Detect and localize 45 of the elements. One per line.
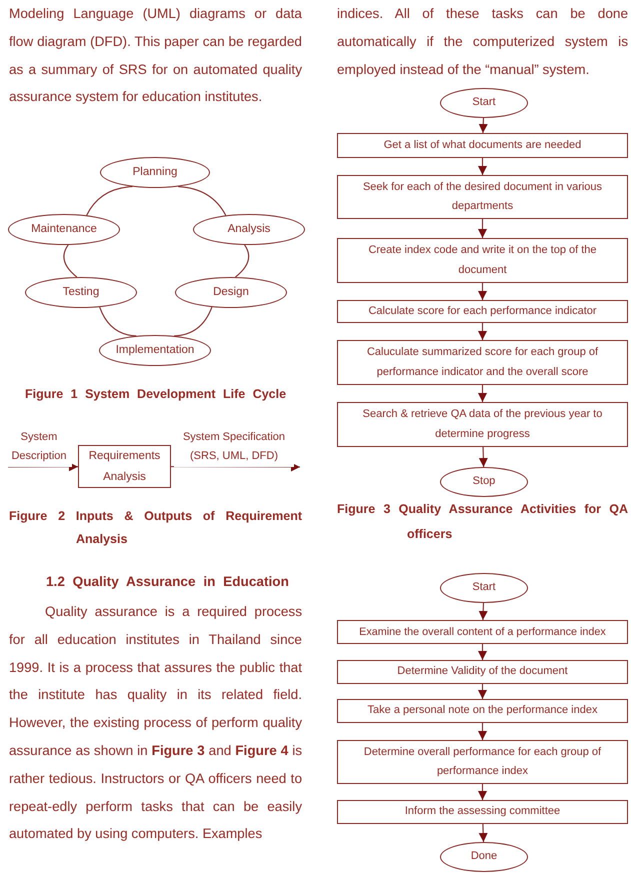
arrow <box>478 323 487 340</box>
phase-ellipse: Analysis <box>193 214 305 245</box>
connector-line <box>63 244 78 278</box>
terminal-ellipse: Start <box>440 573 528 603</box>
process-box: Determine Validity of the document <box>337 660 628 684</box>
arrow <box>478 385 487 402</box>
phase-ellipse: Testing <box>25 277 137 308</box>
arrow <box>478 784 487 800</box>
figure-caption: Figure 1 System Development Life Cycle <box>25 386 288 403</box>
process-box: Seek for each of the desired document in various departments <box>337 175 628 219</box>
process-box: Take a personal note on the performance index <box>337 699 628 723</box>
process-box: Requirements Analysis <box>78 445 171 488</box>
process-box: Inform the assessing committee <box>337 800 628 824</box>
terminal-ellipse: Done <box>440 842 528 872</box>
phase-ellipse: Maintenance <box>8 214 120 245</box>
process-box: Examine the overall content of a performance index <box>337 620 628 644</box>
body-paragraph: indices. All of these tasks can be done automatically if the computerized system is employed instead of the “manual” system. <box>337 5 628 79</box>
process-box: Get a list of what documents are needed <box>337 133 628 158</box>
connector-line <box>235 244 250 278</box>
arrow <box>478 158 487 175</box>
phase-ellipse: Planning <box>100 157 210 188</box>
figure-caption: Figure 3 Quality Assurance Activities for QA officers <box>337 501 628 543</box>
phase-ellipse: Design <box>175 277 287 308</box>
phase-ellipse: Implementation <box>99 335 211 366</box>
terminal-ellipse: Start <box>440 88 528 118</box>
arrow <box>478 824 488 842</box>
process-box: Caluculate summarized score for each group of performance indicator and the overall score <box>337 340 628 385</box>
arrow <box>478 219 487 238</box>
arrow <box>8 462 78 472</box>
body-paragraph: Modeling Language (UML) diagrams or data flow diagram (DFD). This paper can be regarded as a summary of SRS for on automated quality assurance system for education institutes. <box>9 5 302 106</box>
arrow <box>478 283 487 300</box>
body-paragraph: Quality assurance is a required process for all education institutes in Thailand since 1999. It is a process that assures the public that the institute has quality in its related field. However, the existing process of perform quality assurance as shown in Figure 3 and Figure 4 is rather tedious. Instructors or QA officers need to repeat-edly perform tasks that can be easily automated by using computers. Examples <box>9 603 302 844</box>
process-box: Create index code and write it on the top of the document <box>337 238 628 283</box>
terminal-ellipse: Stop <box>440 467 528 497</box>
figure-caption: Figure 2 Inputs & Outputs of Requirement Analysis <box>9 508 302 548</box>
arrow <box>478 684 487 699</box>
arrow <box>478 446 488 468</box>
arrow <box>478 118 488 134</box>
arrow <box>478 602 488 620</box>
arrow <box>478 644 487 660</box>
arrow <box>478 723 487 740</box>
process-box: Search & retrieve QA data of the previous year to determine progress <box>337 402 628 447</box>
process-box: Determine overall performance for each group of performance index <box>337 740 628 784</box>
process-box: Calculate score for each performance indicator <box>337 300 628 323</box>
section-heading: 1.2 Quality Assurance in Education <box>46 574 290 589</box>
